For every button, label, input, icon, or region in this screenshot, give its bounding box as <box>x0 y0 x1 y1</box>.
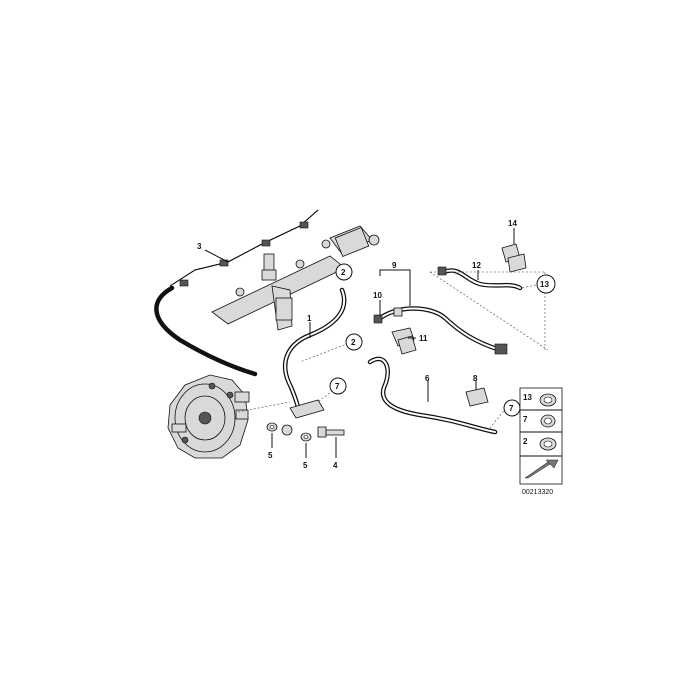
callout-12: 12 <box>472 261 481 270</box>
high-pressure-pump <box>167 374 250 459</box>
callout-5-left: 5 <box>268 451 273 460</box>
reference-number: 00213320 <box>522 489 553 496</box>
callout-1: 1 <box>307 314 312 323</box>
callout-10: 10 <box>373 291 382 300</box>
hollow-bolt <box>317 426 345 438</box>
callout-3: 3 <box>197 242 202 251</box>
leak-off-line <box>154 209 319 377</box>
fuel-line-9 <box>373 306 508 355</box>
callout-8: 8 <box>473 374 478 383</box>
callout-numbers: 1 3 4 5 5 6 8 9 10 11 12 14 <box>197 219 517 470</box>
callout-5-right: 5 <box>303 461 308 470</box>
circled-ref-2-mid: 2 <box>351 338 356 347</box>
callout-6: 6 <box>425 374 430 383</box>
sealing-rings <box>266 422 312 442</box>
circled-ref-2-top: 2 <box>341 268 346 277</box>
fuel-hose-1 <box>281 287 347 436</box>
clip-8 <box>465 387 489 407</box>
arrow-icon <box>524 459 559 479</box>
leader-lines <box>204 228 537 458</box>
legend-row-2: 2 <box>523 437 528 446</box>
fuel-hose-6 <box>367 356 498 435</box>
callout-11: 11 <box>419 334 428 343</box>
legend-row-7: 7 <box>523 415 528 424</box>
circled-ref-13: 13 <box>540 280 549 289</box>
callout-14: 14 <box>508 219 517 228</box>
circled-ref-7-left: 7 <box>335 382 340 391</box>
holder-14 <box>501 243 527 273</box>
clamp-legend: 13 7 2 <box>519 387 563 485</box>
callout-4: 4 <box>333 461 338 470</box>
fuel-line-12 <box>437 266 523 291</box>
fuel-rail <box>211 225 380 331</box>
circled-ref-7-right: 7 <box>509 404 514 413</box>
legend-row-13: 13 <box>523 393 532 402</box>
holder-11 <box>391 327 417 355</box>
callout-9: 9 <box>392 261 397 270</box>
